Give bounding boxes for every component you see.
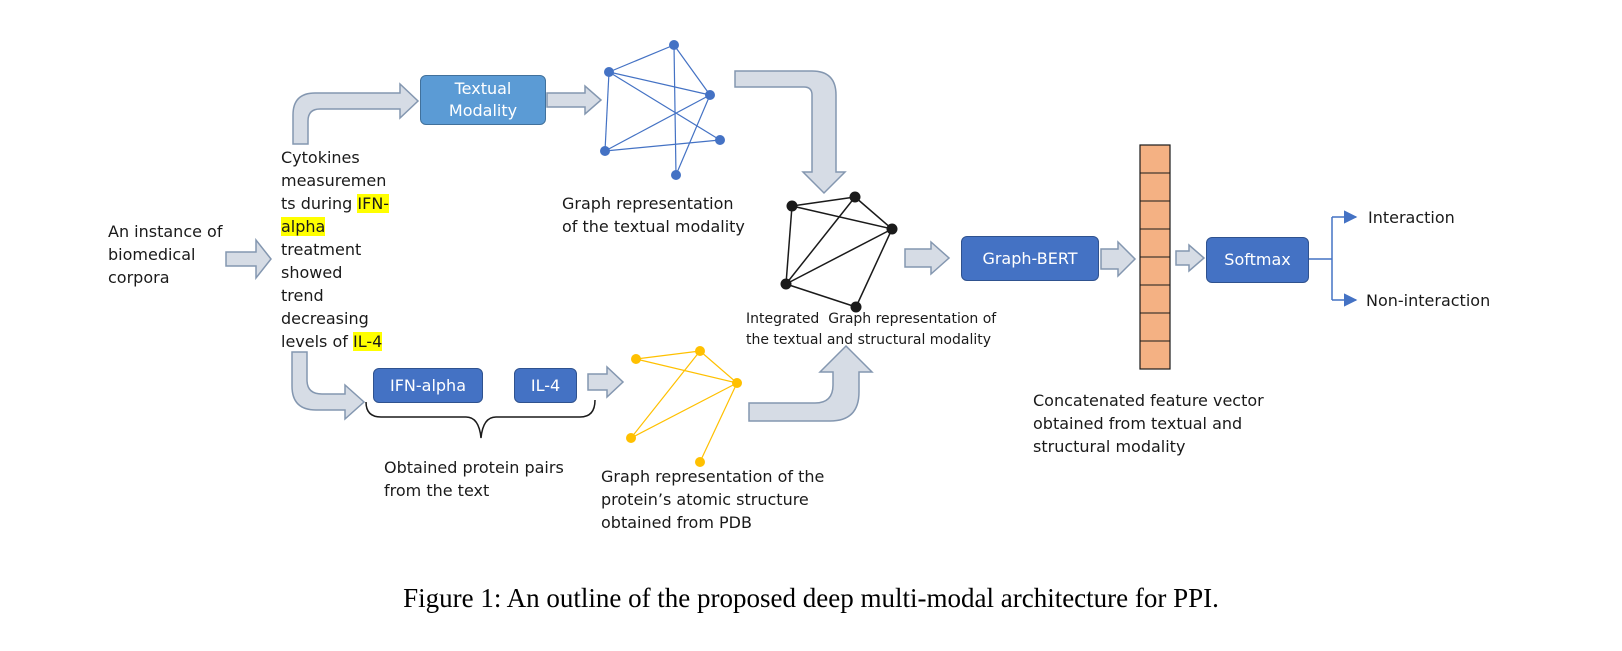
arrow-sentence-to-proteins [291, 351, 366, 421]
arrow-textual-graph-to-integrated [734, 70, 847, 195]
sentence-text: levels of [281, 332, 353, 351]
sentence-line: treatment [281, 240, 362, 259]
input-label-line: An instance of [108, 222, 223, 241]
ifn-alpha-box: IFN-alpha [373, 368, 483, 403]
arrow-vector-to-softmax [1175, 243, 1206, 273]
arrow-graph-bert-to-vector [1100, 240, 1137, 278]
label-line: Concatenated feature vector [1033, 391, 1264, 410]
output-interaction: Interaction [1368, 208, 1455, 227]
label-line: Graph representation of the [601, 467, 825, 486]
output-non-interaction: Non-interaction [1366, 291, 1491, 310]
arrow-integrated-to-graph-bert [904, 240, 951, 276]
label-line: obtained from PDB [601, 513, 752, 532]
sentence-line: Cytokines [281, 148, 360, 167]
label-line: the textual and structural modality [746, 332, 992, 348]
input-label: An instance of biomedical corpora [108, 220, 222, 289]
arrow-proteins-to-structural-graph [587, 365, 625, 399]
graph-bert-label: Graph-BERT [982, 248, 1078, 268]
textual-modality-box: Textual Modality [420, 75, 546, 125]
sentence-line: measuremen [281, 171, 387, 190]
textual-modality-line: Textual [454, 79, 512, 98]
label-line: Obtained protein pairs [384, 458, 564, 477]
arrow-textual-to-graph [546, 84, 603, 116]
arrow-structural-graph-to-integrated [748, 344, 874, 422]
protein-pairs-label: Obtained protein pairs from the text [384, 456, 564, 502]
sentence-line: decreasing [281, 309, 369, 328]
label-line: from the text [384, 481, 490, 500]
highlight-ifn: IFN- [357, 194, 390, 213]
label-line: Graph representation [562, 194, 734, 213]
integrated-graph [780, 191, 898, 313]
textual-modality-line: Modality [448, 101, 518, 120]
sentence-line: levels of IL-4 [281, 330, 389, 353]
input-label-line: corpora [108, 268, 170, 287]
textual-graph-label: Graph representation of the textual moda… [562, 192, 745, 238]
il4-box: IL-4 [514, 368, 577, 403]
figure-caption: Figure 1: An outline of the proposed dee… [403, 583, 1219, 613]
feature-vector-label: Concatenated feature vector obtained fro… [1033, 389, 1264, 458]
sentence-line: ts during IFN- [281, 192, 390, 215]
label-line: Integrated Graph representation of [746, 311, 997, 327]
label-line: protein’s atomic structure [601, 490, 809, 509]
sentence-line: showed [281, 263, 343, 282]
sentence-text: ts during [281, 194, 358, 213]
structural-graph-label: Graph representation of the protein’s at… [601, 465, 824, 534]
output-connectors [1309, 210, 1358, 307]
label-line: obtained from textual and [1033, 414, 1243, 433]
graph-bert-box: Graph-BERT [961, 236, 1099, 281]
highlight-alpha: alpha [281, 217, 326, 236]
example-sentence: Cytokines measuremen ts during IFN- alph… [281, 146, 390, 353]
feature-vector [1139, 144, 1171, 370]
label-line: structural modality [1033, 437, 1186, 456]
softmax-label: Softmax [1224, 250, 1291, 269]
input-label-line: biomedical [108, 245, 196, 264]
sentence-line: trend [281, 286, 324, 305]
textual-modality-graph [600, 40, 725, 180]
arrow-sentence-to-textual [292, 82, 420, 145]
structural-graph [626, 346, 742, 467]
integrated-graph-label: Integrated Graph representation of the t… [746, 309, 996, 351]
ifn-alpha-label: IFN-alpha [389, 375, 466, 395]
il4-label: IL-4 [530, 375, 561, 395]
arrow-input-to-sentence [225, 237, 272, 281]
label-line: of the textual modality [562, 217, 745, 236]
sentence-line: alpha [281, 215, 389, 238]
highlight-il4: IL-4 [352, 332, 383, 351]
protein-pair-brace [365, 399, 596, 439]
softmax-box: Softmax [1206, 237, 1309, 283]
